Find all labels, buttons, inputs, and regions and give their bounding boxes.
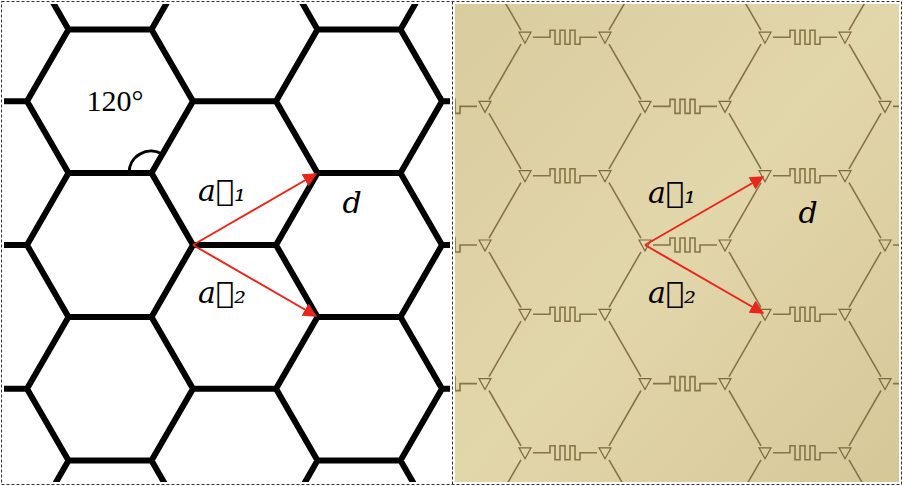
resonator-wires (455, 4, 899, 482)
spacing-label: d (798, 196, 817, 229)
lattice-vector (193, 174, 316, 245)
honeycomb-lattice (4, 4, 450, 482)
vector-label: a⃗₁ (198, 174, 246, 207)
vector-label: a⃗₁ (648, 176, 696, 209)
vector-label: a⃗₂ (198, 276, 246, 309)
coupling-junction (455, 4, 899, 482)
angle-label: 120° (87, 84, 144, 117)
vector-label: a⃗₂ (648, 276, 696, 309)
resonator-lattice (455, 4, 899, 482)
panel-divider (452, 2, 453, 485)
angle-arc (129, 151, 162, 173)
spacing-label: d (342, 186, 361, 219)
lattice-vector (645, 245, 763, 313)
photo-ground (455, 4, 899, 482)
lattice-vector (193, 245, 316, 316)
hexagon-edges (4, 4, 450, 482)
